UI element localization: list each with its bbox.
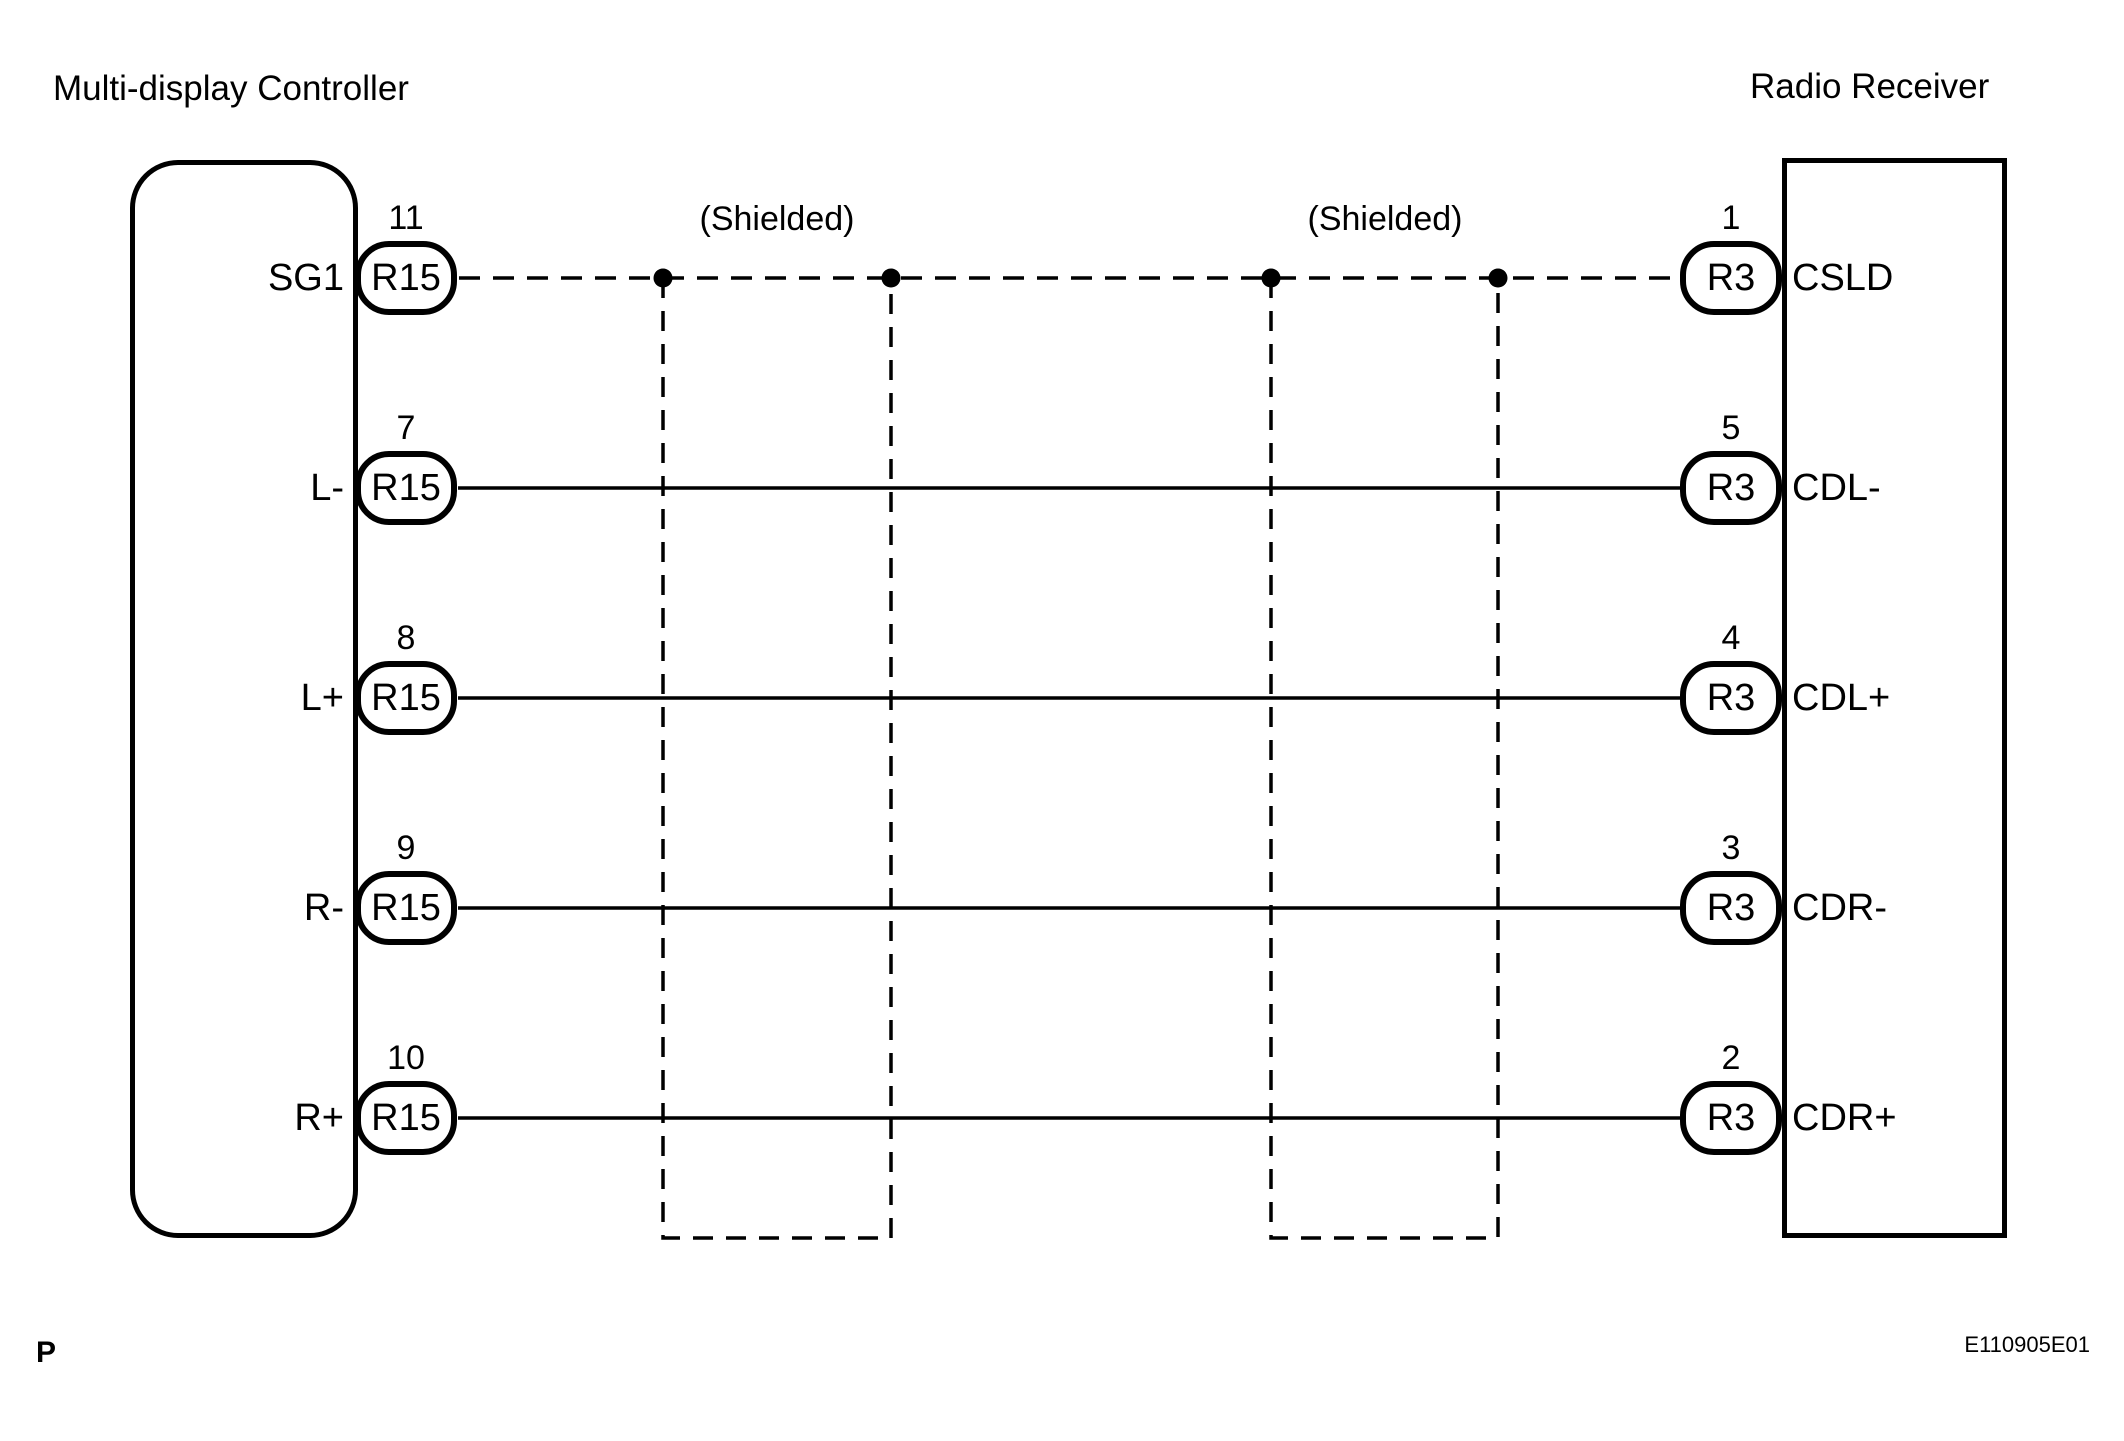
right-signal-label: CDL+ [1792, 677, 1891, 719]
left-pin-number: 8 [396, 619, 416, 657]
page-marker: P [36, 1336, 57, 1369]
controller-box-outline [130, 160, 358, 1238]
right-connector-pin: R3 [1680, 661, 1782, 735]
left-connector-pin: R15 [355, 1081, 457, 1155]
right-connector-label: R3 [1706, 886, 1756, 929]
shielded-annotation-2: (Shielded) [1235, 200, 1535, 238]
shield-junction-dot [881, 268, 901, 288]
left-pin-number: 7 [396, 409, 416, 447]
right-connector-pin: R3 [1680, 451, 1782, 525]
left-device-title: Multi-display Controller [53, 69, 409, 108]
right-signal-label: CDR- [1792, 887, 1887, 929]
left-connector-label: R15 [371, 466, 441, 509]
right-pin-number: 2 [1721, 1039, 1741, 1077]
right-connector-label: R3 [1706, 1096, 1756, 1139]
left-pin-number: 11 [388, 199, 424, 237]
right-signal-label: CDL- [1792, 467, 1881, 509]
left-pin-number: 10 [387, 1039, 425, 1077]
left-connector-label: R15 [371, 886, 441, 929]
right-connector-label: R3 [1706, 676, 1756, 719]
right-pin-number: 3 [1721, 829, 1741, 867]
left-signal-label: SG1 [267, 257, 344, 299]
right-connector-label: R3 [1706, 466, 1756, 509]
left-signal-label: L- [310, 467, 344, 509]
right-signal-label: CDR+ [1792, 1097, 1897, 1139]
left-signal-label: R- [303, 887, 344, 929]
shield-junction-dot [1488, 268, 1508, 288]
right-connector-label: R3 [1706, 256, 1756, 299]
figure-code: E110905E01 [1964, 1332, 2090, 1357]
shield-outline-2 [1269, 278, 1500, 1240]
shield-junction-dot [653, 268, 673, 288]
left-connector-pin: R15 [355, 661, 457, 735]
receiver-box-outline [1782, 158, 2007, 1238]
left-connector-pin: R15 [355, 451, 457, 525]
left-connector-pin: R15 [355, 871, 457, 945]
left-signal-label: L+ [300, 677, 344, 719]
left-signal-label: R+ [294, 1097, 344, 1139]
shield-junction-dot [1261, 268, 1281, 288]
shield-outline-1 [661, 278, 893, 1240]
right-signal-label: CSLD [1792, 257, 1894, 299]
left-pin-number: 9 [396, 829, 416, 867]
right-device-title: Radio Receiver [1750, 67, 1990, 106]
left-connector-label: R15 [371, 1096, 441, 1139]
right-connector-pin: R3 [1680, 241, 1782, 315]
left-connector-pin: R15 [355, 241, 457, 315]
left-connector-label: R15 [371, 676, 441, 719]
shielded-annotation-1: (Shielded) [627, 200, 927, 238]
right-pin-number: 4 [1721, 619, 1741, 657]
right-pin-number: 5 [1721, 409, 1741, 447]
left-connector-label: R15 [371, 256, 441, 299]
right-pin-number: 1 [1721, 199, 1741, 237]
right-connector-pin: R3 [1680, 871, 1782, 945]
right-connector-pin: R3 [1680, 1081, 1782, 1155]
